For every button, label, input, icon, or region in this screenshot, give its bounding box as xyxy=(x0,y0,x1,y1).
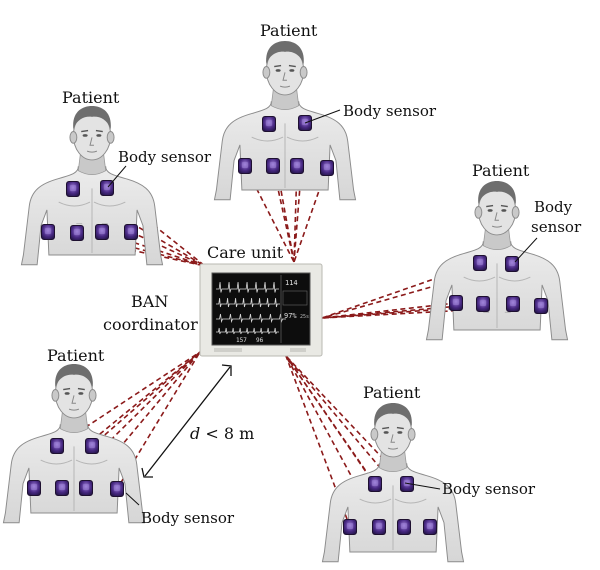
distance-value: < 8 m xyxy=(200,424,254,443)
body-sensor-icon xyxy=(423,519,437,535)
patients xyxy=(2,41,569,563)
body-sensor-icon xyxy=(262,116,276,132)
body-sensor-icon xyxy=(70,225,84,241)
patient-monitor-icon: 114 97% 25s 157 96 xyxy=(199,263,323,357)
body-sensor-label-lower-right: Body sensor xyxy=(442,480,536,498)
patient-upper-left xyxy=(20,106,164,266)
link-top-1 xyxy=(268,123,295,263)
link-lower-right-4 xyxy=(285,355,380,528)
waveform-2 xyxy=(216,297,280,308)
ban-coordinator-label-line2: coordinator xyxy=(103,315,198,334)
body-sensor-icon xyxy=(41,224,55,240)
body-sensor-icon xyxy=(397,519,411,535)
body-sensor-icon xyxy=(368,476,382,492)
link-right-5 xyxy=(321,303,514,319)
body-sensor-icon xyxy=(476,296,490,312)
body-sensor-icon xyxy=(473,255,487,271)
monitor-readout-bottom-a: 157 xyxy=(236,337,247,344)
patient-label-lower-left: Patient xyxy=(47,346,105,365)
body-sensor-icon xyxy=(66,181,80,197)
body-sensor-icon xyxy=(505,256,519,272)
waveform-4 xyxy=(216,327,279,335)
body-sensor-icon xyxy=(400,476,414,492)
body-sensor-icon xyxy=(290,158,304,174)
body-sensor-label-upper-left: Body sensor xyxy=(118,148,212,166)
body-sensor-icon xyxy=(79,480,93,496)
monitor-readout-small: 25s xyxy=(300,314,309,320)
body-sensor-icon xyxy=(266,158,280,174)
body-sensor-icon xyxy=(372,519,386,535)
body-sensor-label-top: Body sensor xyxy=(343,102,437,120)
body-sensor-icon xyxy=(27,480,41,496)
link-top-2 xyxy=(293,122,306,263)
leader-lines xyxy=(107,109,538,506)
body-sensor-icon xyxy=(55,480,69,496)
body-sensor-icon xyxy=(534,298,548,314)
body-sensor-icon xyxy=(449,295,463,311)
distance-arrow xyxy=(141,364,232,478)
distance-label: d < 8 m xyxy=(190,424,254,443)
patient-label-top: Patient xyxy=(260,21,318,40)
monitor-readout-mid: 97% xyxy=(284,312,297,320)
waveform-1 xyxy=(216,281,279,293)
body-sensor-icon xyxy=(506,296,520,312)
monitor-readout-top: 114 xyxy=(285,279,298,287)
link-right-2 xyxy=(321,263,513,319)
body-sensor-icon xyxy=(110,481,124,497)
body-sensor-label-right-line1: Body xyxy=(534,198,573,216)
patient-label-upper-left: Patient xyxy=(62,88,120,107)
body-sensor-label-lower-left: Body sensor xyxy=(141,509,235,527)
body-sensor-icon xyxy=(238,158,252,174)
body-sensor-icon xyxy=(320,160,334,176)
link-lower-left-4 xyxy=(61,351,201,489)
body-sensor-icon xyxy=(50,438,64,454)
link-top-5 xyxy=(293,165,298,263)
monitor-readout-bottom-b: 96 xyxy=(256,337,264,344)
body-sensors xyxy=(27,115,548,535)
distance-symbol: d xyxy=(190,424,200,443)
body-sensor-icon xyxy=(95,224,109,240)
care-unit-label: Care unit xyxy=(207,243,284,262)
ban-coordinator-label-line1: BAN xyxy=(131,292,168,311)
link-lower-left-2 xyxy=(91,351,201,447)
patient-label-right: Patient xyxy=(472,161,530,180)
body-sensor-icon xyxy=(85,438,99,454)
body-sensor-icon xyxy=(343,519,357,535)
patient-top xyxy=(213,41,357,201)
waveform-3 xyxy=(216,313,286,324)
patient-lower-right xyxy=(321,403,465,563)
body-sensor-icon xyxy=(124,224,138,240)
patient-right xyxy=(425,181,569,341)
body-sensor-label-right-line2: sensor xyxy=(531,218,582,236)
patient-lower-left xyxy=(2,364,146,524)
monitor-waveforms xyxy=(216,281,308,335)
patient-label-lower-right: Patient xyxy=(363,383,421,402)
